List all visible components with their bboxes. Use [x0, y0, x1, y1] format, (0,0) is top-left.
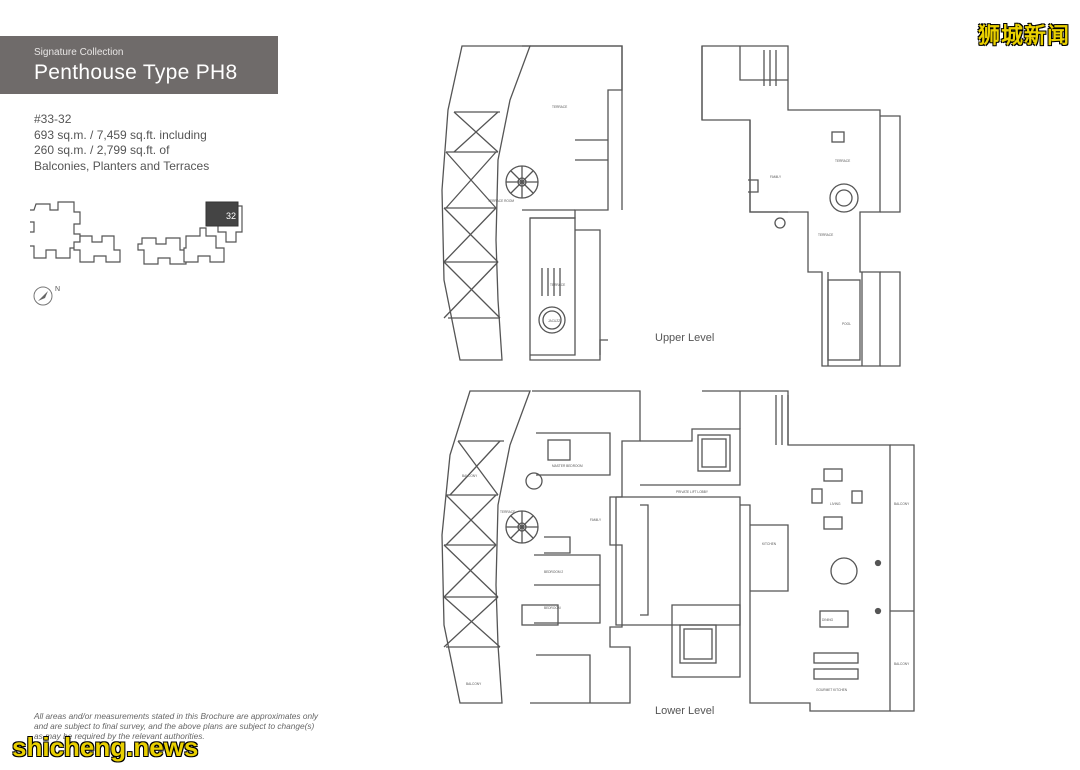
collection-label: Signature Collection [34, 47, 124, 58]
highlight-unit-label: 32 [226, 211, 236, 221]
compass-label: N [55, 286, 60, 293]
svg-text:GOURMET KITCHEN: GOURMET KITCHEN [816, 688, 848, 692]
svg-text:DINING: DINING [822, 618, 834, 622]
svg-text:BALCONY: BALCONY [894, 662, 910, 666]
watermark-en: shicheng.news [12, 732, 199, 762]
svg-text:POOL: POOL [842, 322, 851, 326]
svg-text:FAMILY: FAMILY [770, 175, 782, 179]
upper-level-plan: TERRACE TERRACE ROOM TERRACE JACUZZI FAM… [441, 45, 901, 367]
upper-level-label: Upper Level [655, 332, 715, 344]
svg-text:FAMILY: FAMILY [590, 518, 602, 522]
svg-text:TERRACE: TERRACE [835, 159, 850, 163]
page-title: Penthouse Type PH8 [34, 61, 238, 84]
svg-text:TERRACE ROOM: TERRACE ROOM [488, 199, 514, 203]
area-line-2: 260 sq.m. / 2,799 sq.ft. of [34, 143, 170, 157]
area-line-1: 693 sq.m. / 7,459 sq.ft. including [34, 127, 207, 142]
compass-icon: N [33, 286, 60, 306]
unit-info: #33-32 693 sq.m. / 7,459 sq.ft. includin… [34, 112, 209, 174]
svg-text:BEDROOM 2: BEDROOM 2 [544, 570, 563, 574]
svg-text:JACUZZI: JACUZZI [548, 319, 561, 323]
key-plan: 32 [30, 201, 243, 265]
svg-text:BEDROOM: BEDROOM [544, 606, 561, 610]
title-box: Signature Collection Penthouse Type PH8 [0, 36, 278, 94]
area-line-3: Balconies, Planters and Terraces [34, 158, 210, 173]
svg-text:KITCHEN: KITCHEN [762, 542, 777, 546]
svg-text:TERRACE: TERRACE [818, 233, 833, 237]
highlight-unit [205, 201, 239, 227]
unit-number: #33-32 [34, 112, 72, 126]
svg-text:TERRACE: TERRACE [550, 283, 565, 287]
lower-level-label: Lower Level [655, 705, 715, 717]
lower-level-plan: BALCONY TERRACE MASTER BEDROOM BEDROOM 2… [441, 390, 915, 712]
svg-text:PRIVATE LIFT LOBBY: PRIVATE LIFT LOBBY [676, 490, 709, 494]
svg-text:LIVING: LIVING [830, 502, 841, 506]
svg-text:BALCONY: BALCONY [894, 502, 910, 506]
svg-text:TERRACE: TERRACE [552, 105, 567, 109]
disclaimer: All areas and/or measurements stated in … [34, 711, 319, 741]
svg-text:BALCONY: BALCONY [466, 682, 482, 686]
watermark-cn: 狮城新闻 [977, 23, 1070, 48]
svg-text:MASTER BEDROOM: MASTER BEDROOM [552, 464, 583, 468]
svg-text:TERRACE: TERRACE [500, 510, 515, 514]
svg-text:BALCONY: BALCONY [462, 474, 478, 478]
